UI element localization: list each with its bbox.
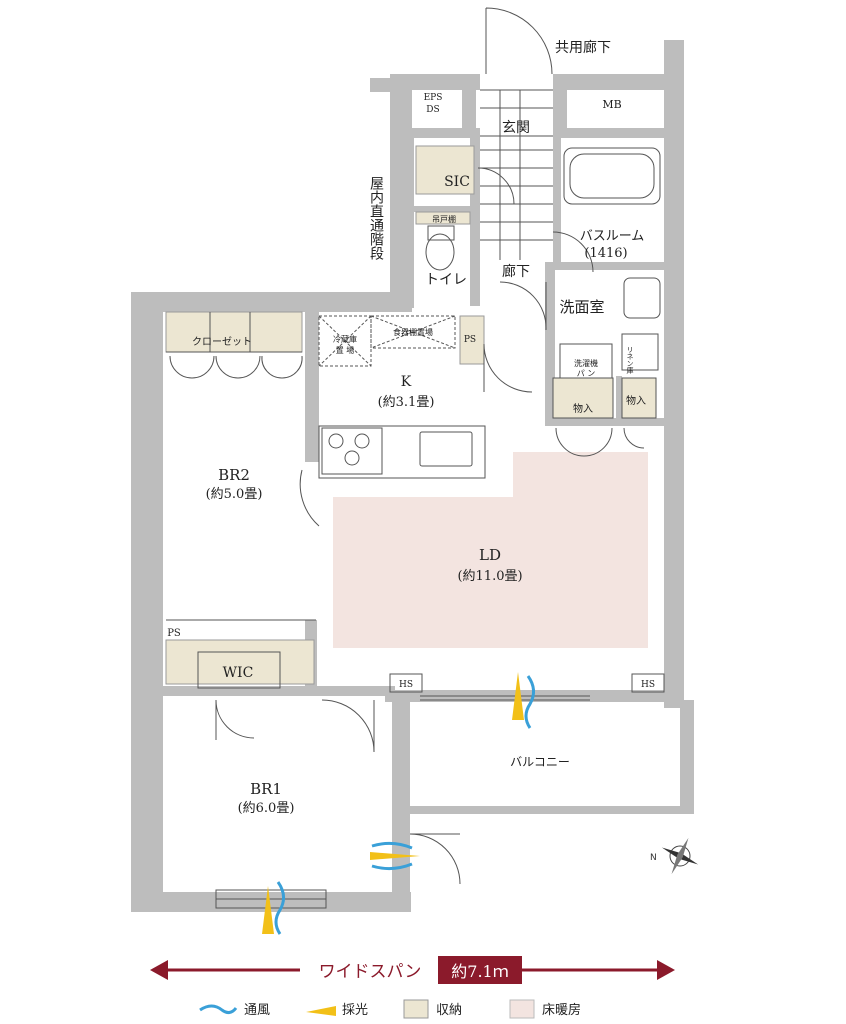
kitchen-size-label: (約3.1畳) [378,395,435,410]
br2-size-label: (約5.0畳) [206,487,263,502]
span-label: ワイドスパン [319,962,422,982]
legend-floor-heating-label: 床暖房 [542,1002,581,1018]
br2-label: BR2 [218,466,250,484]
compass: N [650,837,699,875]
closet-label: クローゼット [192,336,252,348]
washroom-label: 洗面室 [559,298,604,316]
eps-label: EPS [424,93,443,103]
ps-label-kitchen: PS [464,335,476,345]
sic-label: SIC [444,174,470,190]
fridge-label-2: 置 場 [336,345,355,355]
ps-label-br2: PS [167,628,181,639]
ventilation-icon [199,1004,238,1015]
wic-label: WIC [223,665,254,681]
legend-storage-label: 収納 [436,1003,462,1018]
compass-north-label: N [650,853,657,863]
balcony-label: バルコニー [510,755,570,769]
toilet-label: トイレ [425,272,467,288]
bathroom-label: バスルーム [580,229,645,244]
washer-label: 洗濯機 [574,358,598,368]
entrance-label: 玄関 [502,119,530,136]
ld-label: LD [479,546,501,564]
legend-sunlight-label: 採光 [342,1003,368,1018]
storage-label-1: 物入 [573,402,593,415]
washer-label-2: パ ン [577,369,596,378]
toilet-shelf-label: 吊戸棚 [432,214,456,224]
span-value-box [438,956,522,984]
fridge-label: 冷蔵庫 [333,334,357,344]
storage-label-2: 物入 [626,394,646,407]
hallway-label: 廊下 [502,263,530,280]
ds-label: DS [426,105,439,115]
stair-label: 屋内直通階段 [368,176,384,260]
wide-span: ワイドスパン 約7.1ｍ [150,956,675,984]
linen-label: リネン庫 [626,346,634,375]
span-arrow-left [150,960,168,980]
walls [131,40,694,912]
mb-label: MB [602,98,621,111]
shared-corridor-label: 共用廊下 [555,39,611,56]
br1-size-label: (約6.0畳) [238,801,295,816]
floor-heating-area [333,452,648,648]
hs-label-2: HS [641,680,655,690]
legend-ventilation-label: 通風 [244,1003,270,1018]
floor-heating-swatch [509,999,535,1019]
br1-label: BR1 [250,780,282,798]
pantry-label: 食器棚置場 [393,327,433,337]
hs-label-1: HS [399,680,413,690]
interior-lines [166,7,665,909]
sunlight-icon [306,1006,336,1016]
legend: 通風 採光 収納 床暖房 [199,999,581,1019]
kitchen-label: K [401,374,412,390]
span-value: 約7.1ｍ [451,962,508,981]
storage-swatch [403,999,429,1019]
plan-indicators [262,672,535,935]
bathroom-size-label: (1416) [584,246,627,261]
span-arrow-right [657,960,675,980]
ld-size-label: (約11.0畳) [457,569,522,584]
room-labels: 共用廊下 EPS DS MB 玄関 SIC バスルーム (1416) 屋内直通階… [167,39,655,816]
